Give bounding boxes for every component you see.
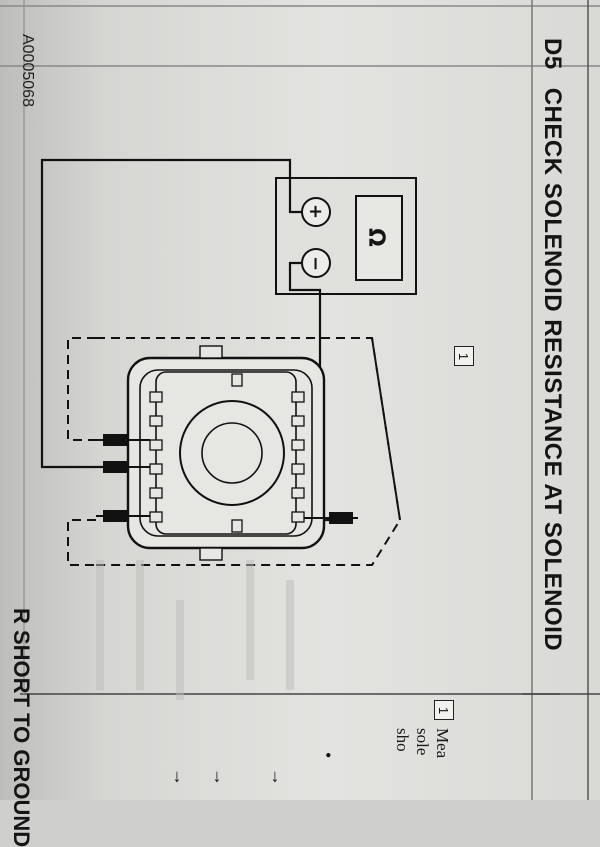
section-code: D5 [539, 38, 566, 70]
step-line-1: Mea [433, 728, 452, 759]
figure-callout-marker: 1 [454, 346, 474, 366]
left-pins [149, 391, 163, 523]
step-bullet: • [318, 752, 338, 759]
footer-heading-fragment: R SHORT TO GROUND [9, 608, 34, 847]
ohm-symbol: Ω [363, 228, 388, 247]
arrow-3: → [170, 768, 190, 786]
figure-code: A0005068 [19, 34, 36, 107]
minus-label: − [305, 256, 326, 272]
arrow-2: → [210, 768, 230, 786]
connector-probes [96, 434, 358, 524]
step-line-2: sole [413, 728, 432, 756]
step-marker: 1 [434, 700, 454, 720]
plus-label: + [305, 204, 326, 220]
harness-outline [67, 337, 402, 566]
arrow-1: → [268, 768, 288, 786]
section-title: D5CHECK SOLENOID RESISTANCE AT SOLENOID [538, 38, 566, 651]
section-title-text: CHECK SOLENOID RESISTANCE AT SOLENOID [539, 87, 566, 652]
ohmmeter [275, 177, 417, 295]
right-pins [231, 373, 305, 533]
figure-diagram [0, 0, 600, 800]
solenoid [126, 345, 326, 561]
step-line-3: sho [393, 728, 412, 752]
